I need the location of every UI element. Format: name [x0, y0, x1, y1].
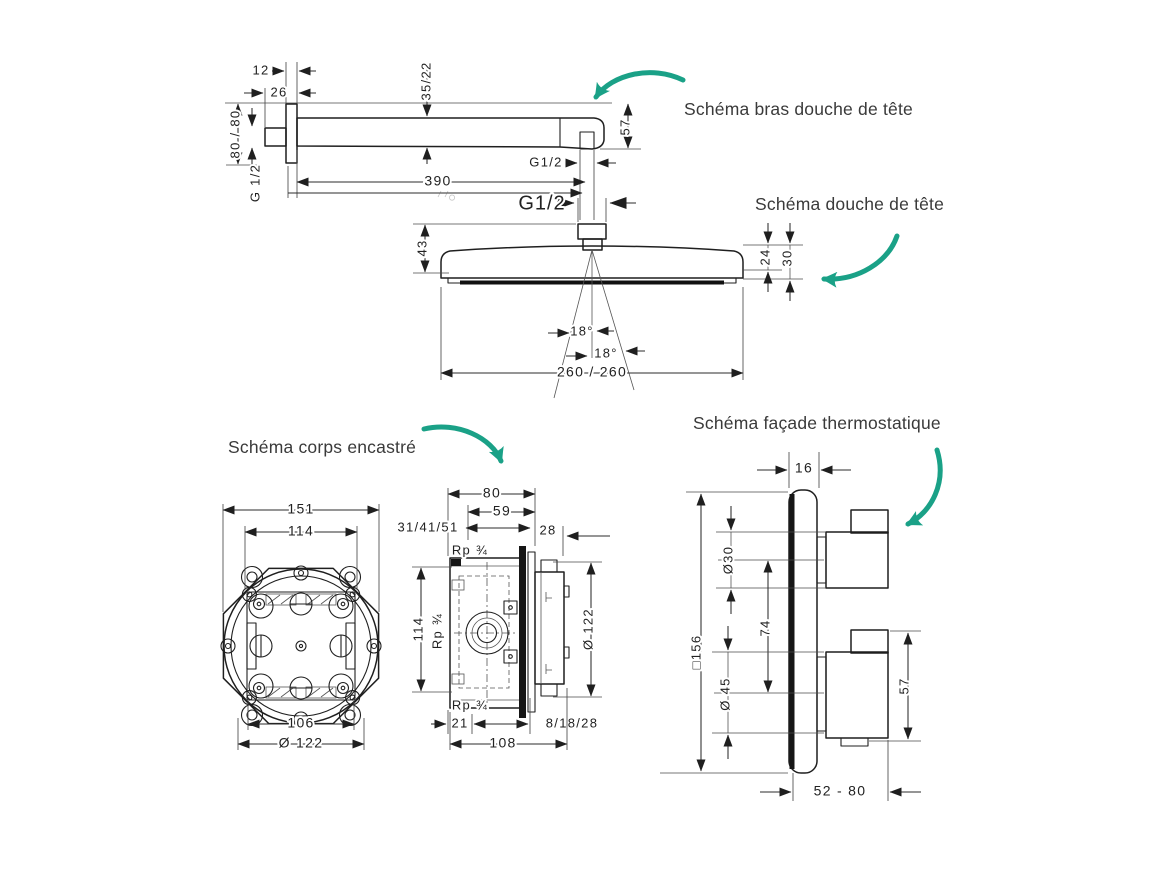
dim-side-rp-bottom: Rp ¾	[452, 697, 488, 712]
dim-body-151: 151	[287, 501, 314, 517]
dim-arm-57: 57	[617, 118, 632, 135]
dim-head-24: 24	[757, 248, 772, 265]
dim-facade-52-80: 52 - 80	[814, 783, 867, 799]
body-schematic-title: Schéma corps encastré	[228, 437, 416, 457]
dim-side-108: 108	[489, 735, 516, 751]
dim-side-80: 80	[483, 485, 501, 501]
dim-side-28: 28	[539, 522, 556, 537]
dim-facade-45: Ø 45	[717, 677, 732, 710]
dim-side-31-41-51: 31/41/51	[397, 519, 458, 534]
dim-arm-g12-wall: G 1/2	[247, 164, 262, 202]
dim-side-diameter: Ø 122	[580, 608, 595, 650]
dim-side-114: 114	[410, 617, 425, 642]
arm-pointer-arrow-icon	[593, 70, 686, 100]
dim-head-260: 260 / 260	[557, 364, 627, 380]
dim-body-diameter: Ø 122	[279, 735, 324, 751]
dim-facade-16: 16	[795, 460, 813, 476]
dim-side-rp-top: Rp ¾	[452, 542, 488, 557]
dim-head-43: 43	[414, 239, 429, 256]
dim-arm-g12-outlet: G1/2	[529, 154, 562, 169]
dim-facade-156: □156	[688, 635, 703, 670]
dim-arm-35-22: 35/22	[418, 61, 433, 100]
dim-facade-30: Ø30	[720, 546, 735, 574]
facade-pointer-arrow-icon	[905, 447, 943, 527]
dim-body-114: 114	[288, 523, 314, 539]
dim-arm-12: 12	[252, 62, 269, 77]
body-pointer-arrow-icon	[421, 424, 504, 464]
dim-arm-390: 390	[424, 173, 451, 189]
arm-schematic: 12 26 80 / 80 G 1/2 35/22 57 G1/2 390 Sc…	[225, 59, 913, 220]
dim-head-angle-1: 18°	[570, 323, 594, 338]
head-schematic: G1/2 18° 18° 43 24 30	[412, 190, 944, 399]
dim-head-30: 30	[779, 249, 794, 266]
dim-side-rp-mid: Rp ¾	[429, 613, 444, 649]
head-schematic-title: Schéma douche de tête	[755, 194, 944, 214]
dim-body-106: 106	[287, 715, 314, 731]
dim-side-59: 59	[493, 503, 511, 519]
dim-side-8-18-28: 8/18/28	[546, 715, 598, 730]
dim-facade-74: 74	[757, 619, 772, 636]
dim-head-angle-2: 18°	[594, 345, 618, 360]
facade-schematic-title: Schéma façade thermostatique	[693, 413, 941, 433]
arm-schematic-title: Schéma bras douche de tête	[684, 99, 913, 119]
dim-head-g12: G1/2	[518, 192, 565, 214]
dim-side-21: 21	[451, 715, 468, 730]
body-side-schematic: 80 59 31/41/51 28 Rp ¾ 114 Rp ¾ Ø 122 Rp…	[395, 483, 610, 753]
facade-schematic: 16 □156 Ø30 74 Ø 45 57 52 - 80 Schém	[660, 413, 943, 801]
dim-arm-80-80: 80 / 80	[227, 110, 242, 159]
head-pointer-arrow-icon	[821, 233, 900, 288]
body-front-schematic: 151 114 106 Ø 122 Schéma corps encastré	[220, 424, 504, 753]
dim-facade-57: 57	[896, 677, 911, 694]
dim-arm-26: 26	[270, 84, 287, 99]
